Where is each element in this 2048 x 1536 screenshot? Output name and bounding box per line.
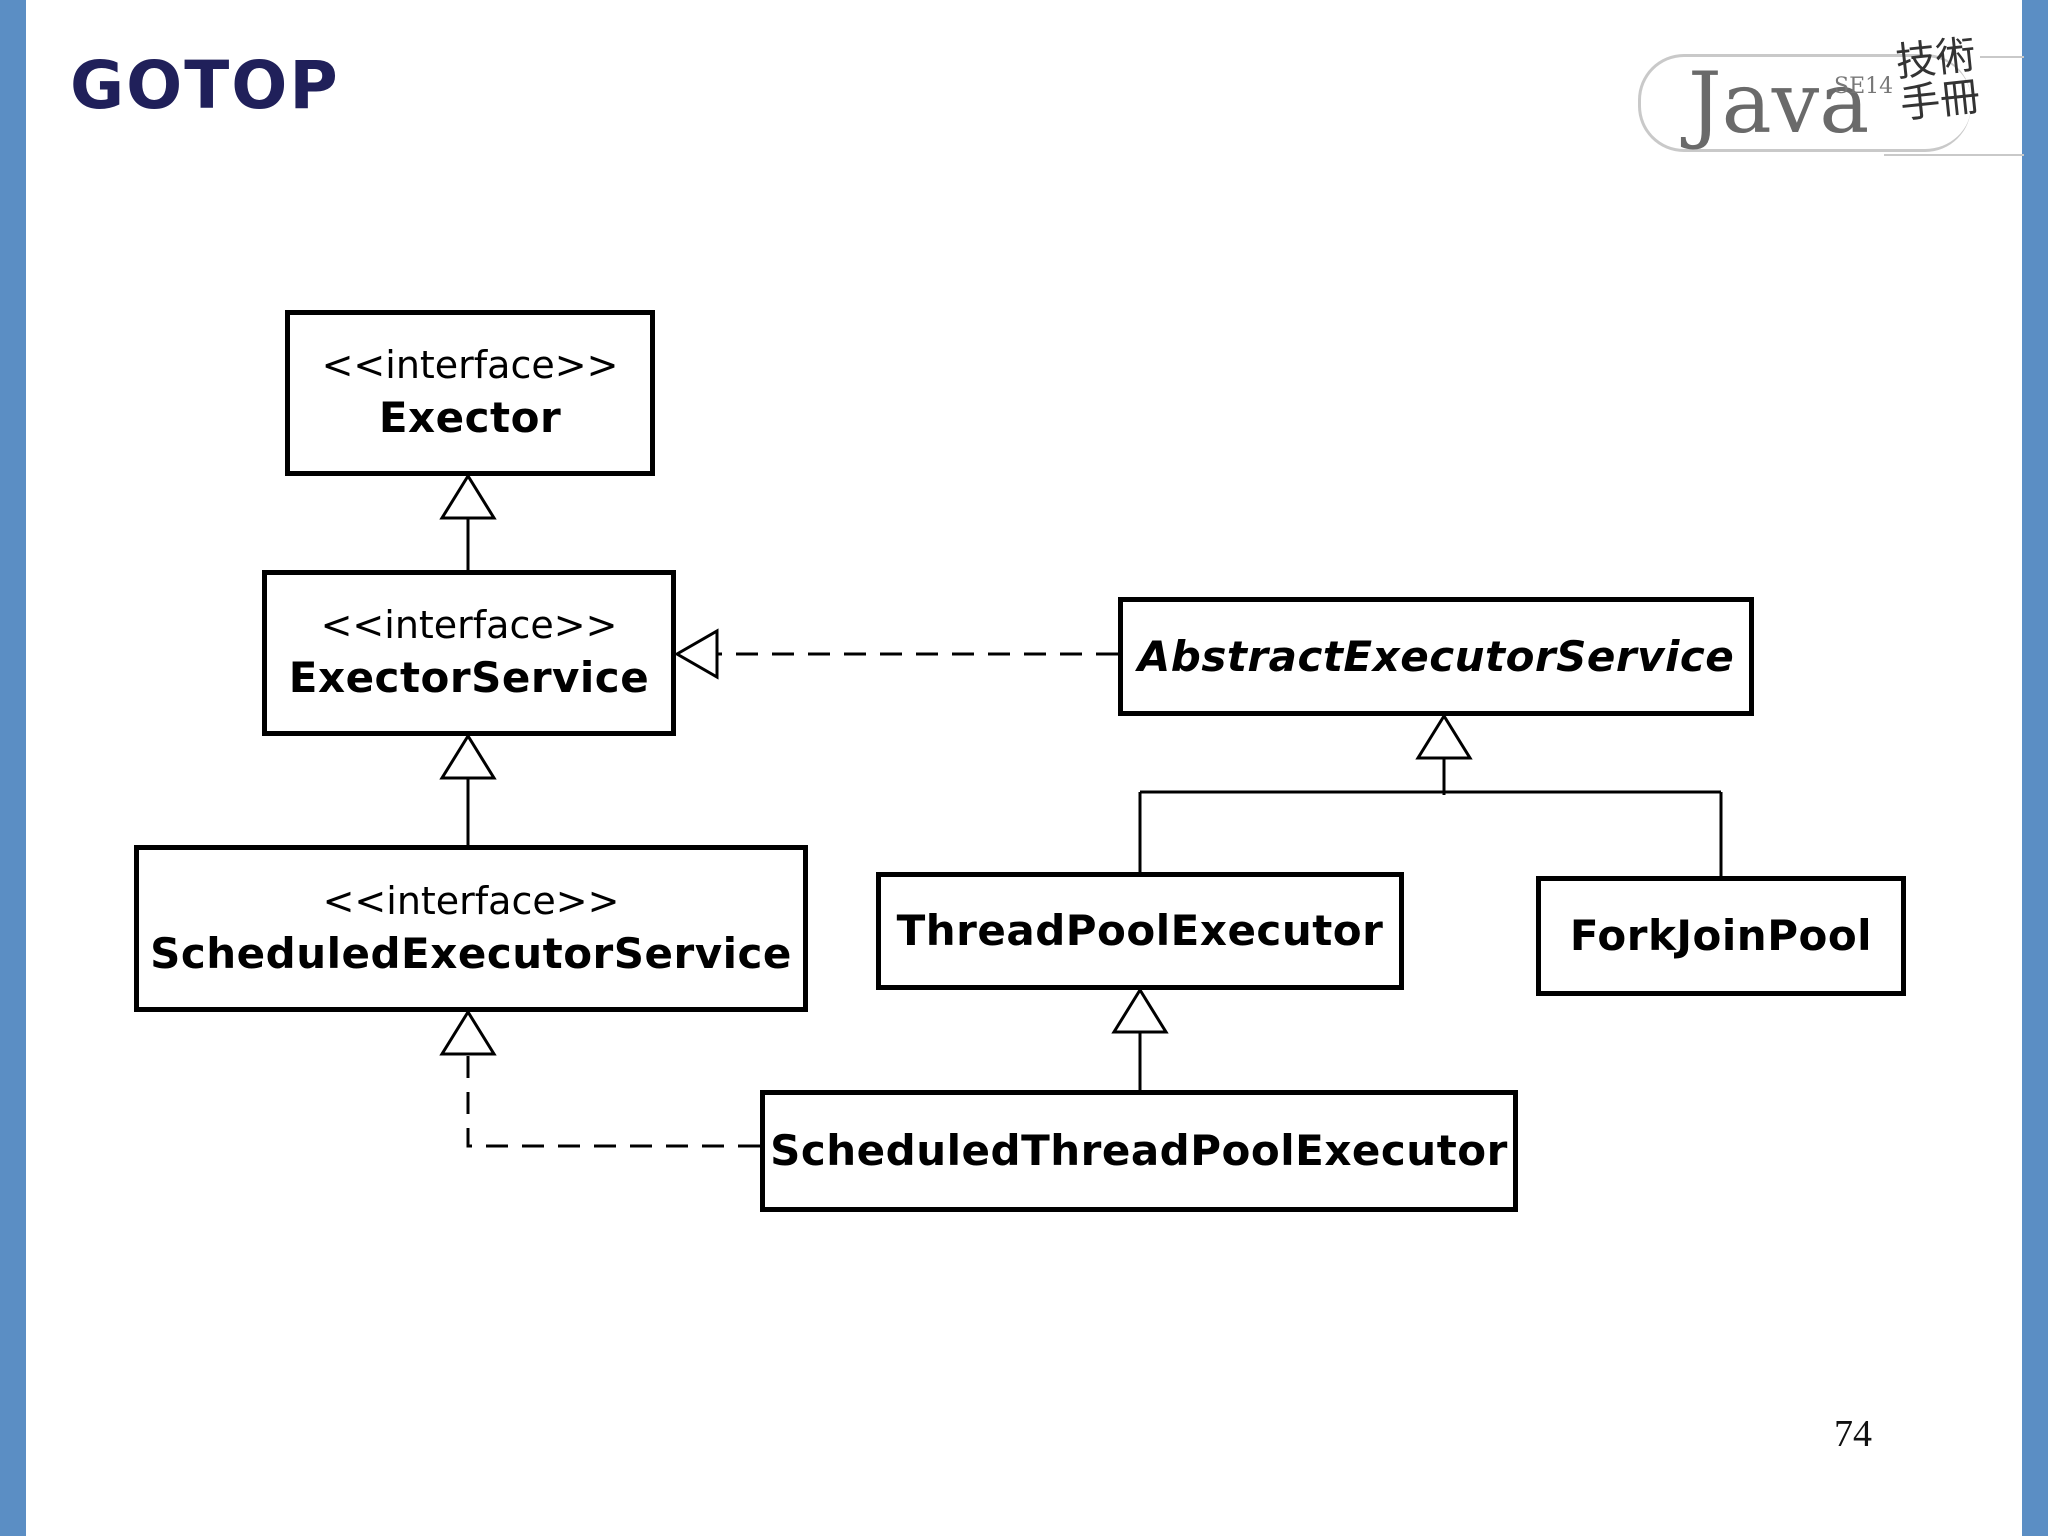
inheritance-arrowhead (1415, 713, 1473, 760)
class-fork-join-pool: ForkJoinPool (1536, 876, 1906, 996)
badge-rule-top (1980, 56, 2024, 58)
inheritance-arrowhead (439, 733, 497, 780)
java-book-badge: Java SE14 技術手冊 (1636, 32, 2026, 178)
class-scheduled-executor-service: <<interface>> ScheduledExecutorService (134, 845, 808, 1012)
class-scheduled-thread-pool-executor: ScheduledThreadPoolExecutor (760, 1090, 1518, 1212)
class-name: ScheduledThreadPoolExecutor (770, 1126, 1508, 1175)
class-name: AbstractExecutorService (1137, 631, 1735, 681)
stereotype-label: <<interface>> (320, 603, 618, 647)
class-abstract-executor-service: AbstractExecutorService (1118, 597, 1754, 716)
inheritance-arrowhead (1111, 987, 1169, 1034)
realization-arrowhead (673, 628, 719, 680)
class-executor: <<interface>> Exector (285, 310, 655, 476)
class-name: ForkJoinPool (1569, 911, 1873, 960)
class-thread-pool-executor: ThreadPoolExecutor (876, 872, 1404, 990)
class-name: ScheduledExecutorService (150, 928, 792, 978)
page-number: 74 (1834, 1413, 1872, 1455)
inheritance-arrowhead (439, 473, 497, 520)
stereotype-label: <<interface>> (321, 343, 619, 387)
realization-arrowhead (439, 1009, 497, 1056)
class-name: ExectorService (288, 653, 650, 702)
class-executor-service: <<interface>> ExectorService (262, 570, 676, 736)
badge-edition: SE14 (1834, 74, 1894, 99)
left-accent-bar (0, 0, 26, 1536)
badge-frame (1638, 54, 1971, 152)
badge-rule-bottom (1884, 154, 2024, 156)
stereotype-label: <<interface>> (322, 878, 620, 923)
badge-java-word: Java (1688, 54, 1870, 152)
class-name: Exector (378, 393, 562, 442)
class-name: ThreadPoolExecutor (896, 906, 1384, 955)
gotop-logo: GOTOP (70, 47, 340, 124)
edge-scheduledthreadpoolexecutor-to-scheduledexecutorservice (466, 1054, 760, 1148)
right-accent-bar (2022, 0, 2048, 1536)
